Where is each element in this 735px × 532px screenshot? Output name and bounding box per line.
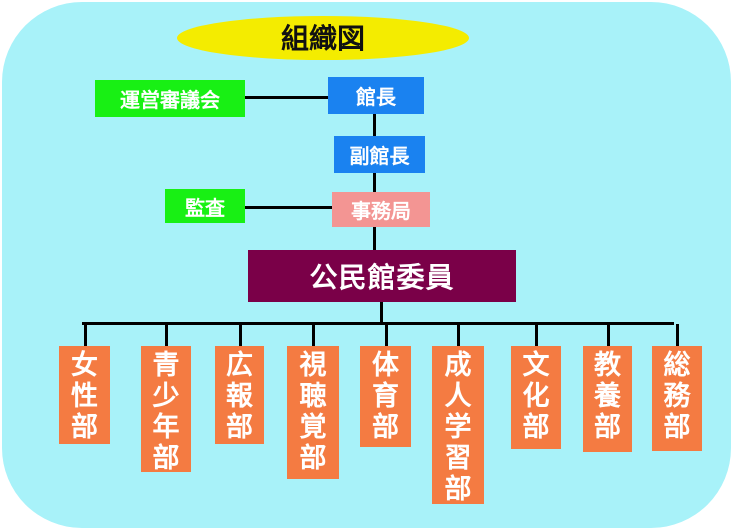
department-drop-line xyxy=(457,324,460,346)
department-char: 養 xyxy=(594,381,621,412)
department-drop-line xyxy=(606,324,610,346)
department-drop-line xyxy=(384,324,388,346)
department-box: 教養部 xyxy=(583,346,632,452)
department-char: 部 xyxy=(372,412,399,443)
department-char: 部 xyxy=(299,443,327,474)
department-drop-line xyxy=(535,324,538,346)
department-char: 部 xyxy=(152,443,180,474)
department-drop-line xyxy=(238,324,242,346)
department-char: 広 xyxy=(226,350,253,381)
department-char: 成 xyxy=(444,350,472,381)
department-char: 習 xyxy=(444,443,472,474)
connector-office-committee xyxy=(373,225,376,251)
department-box: 青少年部 xyxy=(141,346,191,474)
department-box: 体育部 xyxy=(360,346,411,447)
connector-vice-office xyxy=(373,172,376,194)
director-box: 館長 xyxy=(328,77,424,114)
department-drop-line xyxy=(83,324,87,346)
department-char: 部 xyxy=(226,412,253,443)
department-char: 総 xyxy=(663,350,691,381)
department-char: 育 xyxy=(372,381,399,412)
connector-director-vice xyxy=(373,112,376,138)
department-char: 青 xyxy=(152,350,180,381)
department-char: 聴 xyxy=(299,381,327,412)
connector-audit-office xyxy=(245,206,332,209)
committee-box: 公民館委員 xyxy=(248,250,516,302)
department-box: 文化部 xyxy=(511,346,561,449)
department-char: 部 xyxy=(444,474,472,505)
office-box: 事務局 xyxy=(332,192,430,227)
department-char: 部 xyxy=(594,412,621,443)
department-drop-line xyxy=(312,324,315,346)
department-char: 報 xyxy=(226,381,253,412)
vice-director-box: 副館長 xyxy=(334,136,425,173)
department-char: 文 xyxy=(522,350,550,381)
department-char: 学 xyxy=(444,412,472,443)
department-box: 視聴覚部 xyxy=(287,346,339,479)
department-char: 年 xyxy=(152,412,180,443)
department-char: 教 xyxy=(594,350,621,381)
department-char: 人 xyxy=(444,381,472,412)
department-char: 体 xyxy=(372,350,399,381)
department-char: 女 xyxy=(71,350,98,381)
department-char: 化 xyxy=(522,381,550,412)
chart-title: 組織図 xyxy=(280,22,365,55)
connector-council-director xyxy=(245,96,329,99)
department-char: 覚 xyxy=(299,412,327,443)
department-char: 部 xyxy=(522,412,550,443)
department-char: 性 xyxy=(71,381,98,412)
department-drop-line xyxy=(165,324,168,346)
department-char: 部 xyxy=(71,412,98,443)
department-char: 務 xyxy=(663,381,691,412)
audit-box: 監査 xyxy=(165,189,245,223)
department-box: 女性部 xyxy=(59,346,110,444)
department-bus-line xyxy=(82,322,674,325)
department-char: 少 xyxy=(152,381,180,412)
connector-committee-bus xyxy=(380,300,383,324)
department-drop-line xyxy=(676,324,679,346)
department-box: 成人学習部 xyxy=(432,346,484,505)
department-char: 部 xyxy=(663,412,691,443)
department-box: 総務部 xyxy=(652,346,702,451)
department-char: 視 xyxy=(299,350,327,381)
council-box: 運営審議会 xyxy=(95,80,245,117)
department-box: 広報部 xyxy=(215,346,264,444)
title-oval xyxy=(177,16,469,60)
